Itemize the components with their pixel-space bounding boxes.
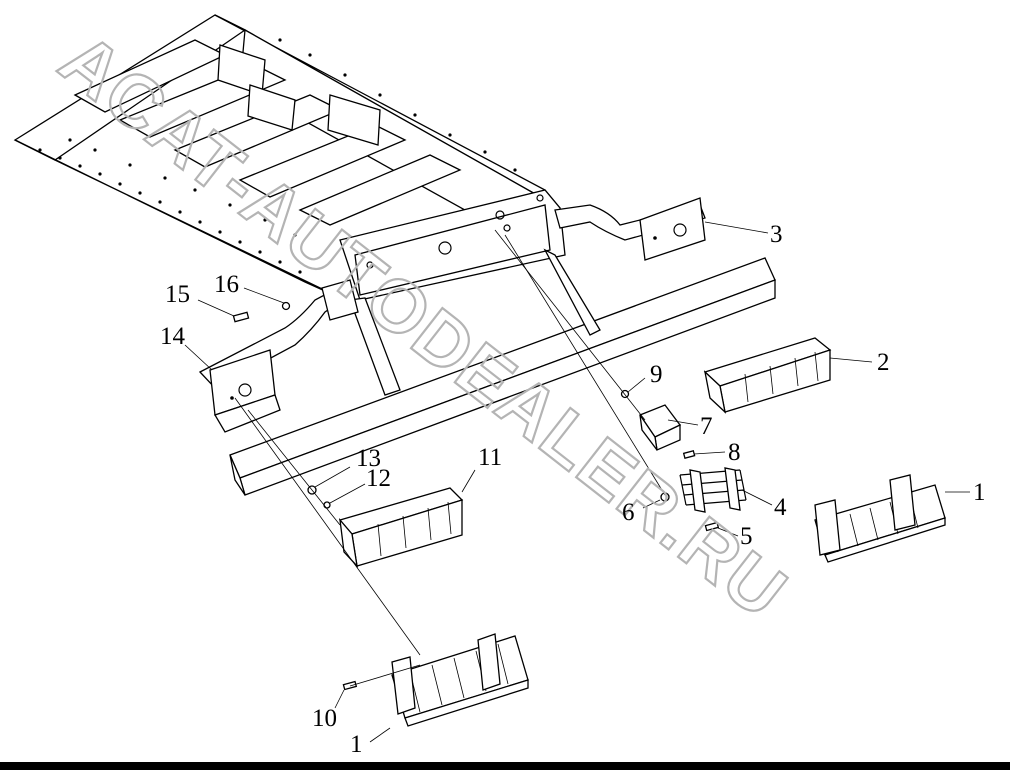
label-15: 15 bbox=[165, 281, 190, 308]
leader-lines bbox=[184, 221, 970, 743]
label-11: 11 bbox=[478, 444, 502, 471]
washer-16 bbox=[281, 301, 291, 311]
wire-bracket bbox=[679, 467, 747, 513]
label-13: 13 bbox=[356, 445, 381, 472]
label-2: 2 bbox=[877, 349, 890, 376]
label-8: 8 bbox=[728, 439, 741, 466]
label-7: 7 bbox=[700, 413, 713, 440]
bottom-border bbox=[0, 762, 1010, 770]
marker-lamp bbox=[639, 404, 681, 451]
label-1-right: 1 bbox=[973, 479, 986, 506]
label-6: 6 bbox=[622, 499, 635, 526]
step-bottom bbox=[391, 633, 529, 727]
fasteners bbox=[232, 301, 720, 691]
label-16: 16 bbox=[214, 271, 239, 298]
left-lamp-bracket bbox=[198, 279, 359, 433]
label-4: 4 bbox=[774, 494, 787, 521]
callout-labels: 1 1 2 3 4 5 6 7 8 9 10 11 12 13 14 15 16 bbox=[160, 221, 986, 758]
chassis-frame bbox=[13, 14, 566, 301]
label-9: 9 bbox=[650, 361, 663, 388]
bolt-5 bbox=[704, 521, 720, 532]
bolt-15 bbox=[232, 311, 250, 323]
label-14: 14 bbox=[160, 323, 186, 350]
label-1-bottom: 1 bbox=[350, 731, 363, 758]
step-right bbox=[814, 474, 946, 563]
label-5: 5 bbox=[740, 523, 753, 550]
label-12: 12 bbox=[366, 465, 391, 492]
rear-bumper-beam bbox=[229, 248, 776, 496]
assembly-lines bbox=[234, 229, 666, 687]
nut-12 bbox=[323, 501, 331, 509]
nut-6 bbox=[660, 492, 670, 502]
right-lamp-bracket bbox=[554, 197, 706, 261]
bolt-8 bbox=[682, 449, 696, 459]
bolt-10 bbox=[342, 680, 358, 691]
label-10: 10 bbox=[312, 705, 337, 732]
label-3: 3 bbox=[770, 221, 783, 248]
rear-lamp-right bbox=[703, 337, 832, 414]
rear-lamp-left bbox=[338, 487, 464, 569]
